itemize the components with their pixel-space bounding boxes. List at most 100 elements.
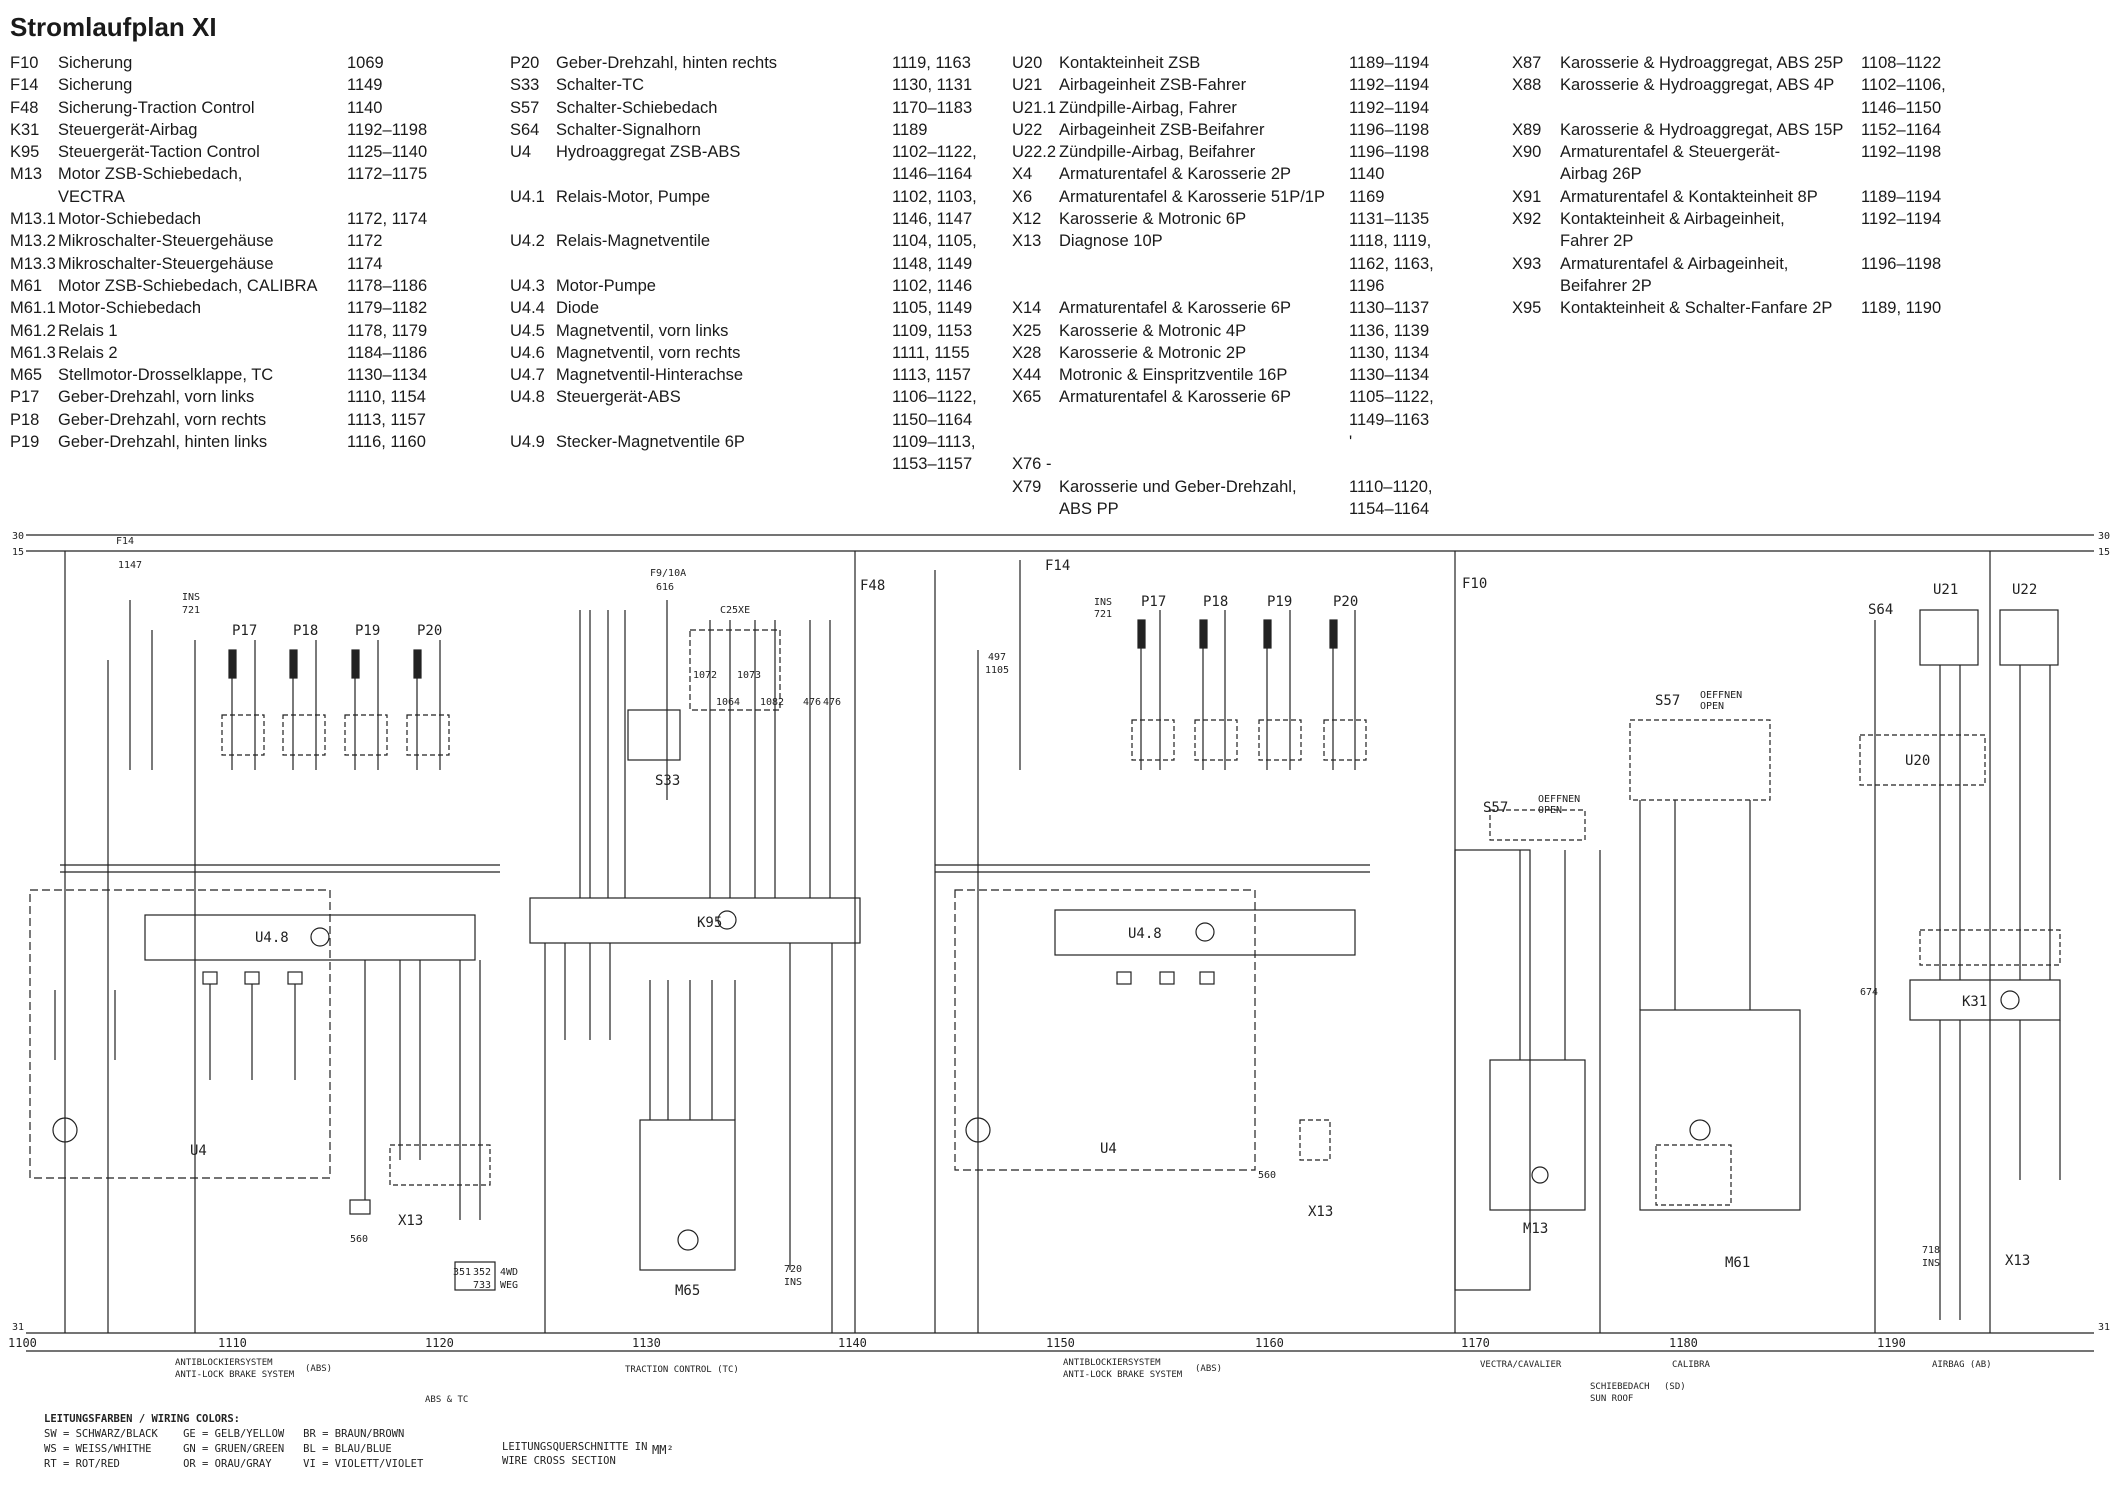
legend-row: 1196 — [1012, 275, 1434, 297]
legend-pages: 1150–1164 — [892, 410, 973, 429]
legend-desc: Relais-Motor, Pumpe — [556, 187, 711, 206]
legend-desc: Kontakteinheit & Airbageinheit, — [1560, 210, 1785, 229]
legend-desc: Armaturentafel & Airbageinheit, — [1560, 254, 1789, 273]
legend-pages: 1148, 1149 — [892, 254, 973, 273]
legend-desc: Kontakteinheit & Schalter-Fanfare 2P — [1560, 299, 1833, 318]
legend-row: Fahrer 2P — [1512, 230, 1946, 252]
legend-row: 1146, 1147 — [510, 208, 977, 230]
wiring-colors-row-1: SW = SCHWARZ/BLACK GE = GELB/YELLOW BR =… — [44, 1428, 405, 1440]
legend-desc: Motronic & Einspritzventile 16P — [1059, 366, 1288, 385]
legend-code: U4.5 — [510, 321, 545, 340]
label-u48-right: U4.8 — [1128, 926, 1162, 942]
ref-ins-2: INS — [784, 1277, 802, 1288]
ref-4wd: 4WD — [500, 1267, 518, 1278]
legend-desc: Steuergerät-Airbag — [58, 120, 198, 139]
legend-pages: 1130–1134 — [1349, 366, 1430, 385]
page-1170: 1170 — [1461, 1336, 1490, 1350]
ref-1073: 1073 — [737, 670, 761, 681]
legend-pages: 1162, 1163, — [1349, 254, 1434, 273]
legend-code: U20 — [1012, 54, 1043, 72]
cross-section-note: LEITUNGSQUERSCHNITTE IN WIRE CROSS SECTI… — [502, 1440, 674, 1468]
legend-code: U21 — [1012, 76, 1043, 95]
legend-code: S64 — [510, 120, 540, 139]
label-s57-a: S57 — [1483, 800, 1508, 816]
legend-row: 1146–1150 — [1512, 97, 1946, 119]
legend-code — [510, 453, 556, 475]
label-u48-left: U4.8 — [255, 930, 289, 946]
legend-desc — [556, 163, 892, 185]
legend-code — [1512, 275, 1560, 297]
legend-desc: Sicherung — [58, 76, 133, 95]
label-open-a: OPEN — [1538, 805, 1562, 816]
legend-pages: 1189–1194 — [1349, 54, 1430, 72]
rail-label-30-right: 30 — [2098, 531, 2110, 542]
legend-pages: 1116, 1160 — [347, 433, 426, 452]
legend-code: U4.7 — [510, 366, 545, 385]
legend-desc: Stecker-Magnetventile 6P — [556, 433, 745, 452]
legend-code: M13.2 — [10, 232, 56, 251]
legend-desc: Schalter-Signalhorn — [556, 120, 701, 139]
legend-code: F10 — [10, 54, 39, 72]
legend-desc: Mikroschalter-Steuergehäuse — [58, 232, 274, 251]
legend-row: ' — [1012, 431, 1434, 453]
legend-desc: Airbag 26P — [1560, 165, 1642, 184]
legend-pages: 1136, 1139 — [1349, 321, 1430, 340]
legend-code: X93 — [1512, 254, 1542, 273]
legend-desc: Relais-Magnetventile — [556, 232, 711, 251]
legend-code — [510, 208, 556, 230]
page-title: Stromlaufplan XI — [10, 12, 217, 42]
legend-desc: Karosserie und Geber-Drehzahl, — [1059, 477, 1297, 496]
legend-desc: Armaturentafel & Karosserie 2P — [1059, 165, 1292, 184]
label-x13-a: X13 — [398, 1213, 423, 1229]
legend-desc — [1059, 453, 1349, 475]
label-open-b: OPEN — [1700, 701, 1724, 712]
legend-desc: Hydroaggregat ZSB-ABS — [556, 143, 741, 162]
legend-code: X91 — [1512, 187, 1542, 206]
rail-label-15-right: 15 — [2098, 547, 2110, 558]
wiring-colors-key: LEITUNGSFARBEN / WIRING COLORS:SW = SCHW… — [44, 1412, 423, 1472]
ref-674: 674 — [1860, 987, 1878, 998]
legend-desc: ABS PP — [1059, 499, 1119, 518]
legend-pages: 1169 — [1349, 187, 1385, 206]
legend-code: U22 — [1012, 120, 1043, 139]
section-calibra: CALIBRA — [1672, 1360, 1711, 1370]
label-u22: U22 — [2012, 582, 2037, 598]
label-oeffnen-b: OEFFNEN — [1700, 690, 1742, 701]
legend-desc: Mikroschalter-Steuergehäuse — [58, 254, 274, 273]
legend-pages: 1152–1164 — [1861, 120, 1942, 139]
label-p18-left: P18 — [293, 623, 318, 639]
legend-row: 1146–1164 — [510, 163, 977, 185]
legend-row: VECTRA — [10, 186, 427, 208]
legend-code: U4.4 — [510, 299, 545, 318]
section-schiebedach: SCHIEBEDACH — [1590, 1382, 1650, 1392]
section-abs-tc: ABS & TC — [425, 1395, 468, 1405]
label-p19-left: P19 — [355, 623, 380, 639]
legend-pages: 1172 — [347, 232, 383, 251]
section-abs-1-en: ANTI-LOCK BRAKE SYSTEM — [175, 1370, 295, 1380]
legend-code: X90 — [1512, 143, 1542, 162]
ref-1072: 1072 — [693, 670, 717, 681]
legend-pages: 1130–1134 — [347, 366, 428, 385]
ref-733: 733 — [473, 1280, 491, 1291]
legend-pages: 1102, 1103, — [892, 187, 977, 206]
legend-pages: 1105, 1149 — [892, 299, 973, 318]
legend-pages: 1069 — [347, 54, 384, 72]
legend-code: X13 — [1012, 232, 1042, 251]
legend-code: K31 — [10, 120, 40, 139]
legend-desc: Karosserie & Motronic 6P — [1059, 210, 1247, 229]
